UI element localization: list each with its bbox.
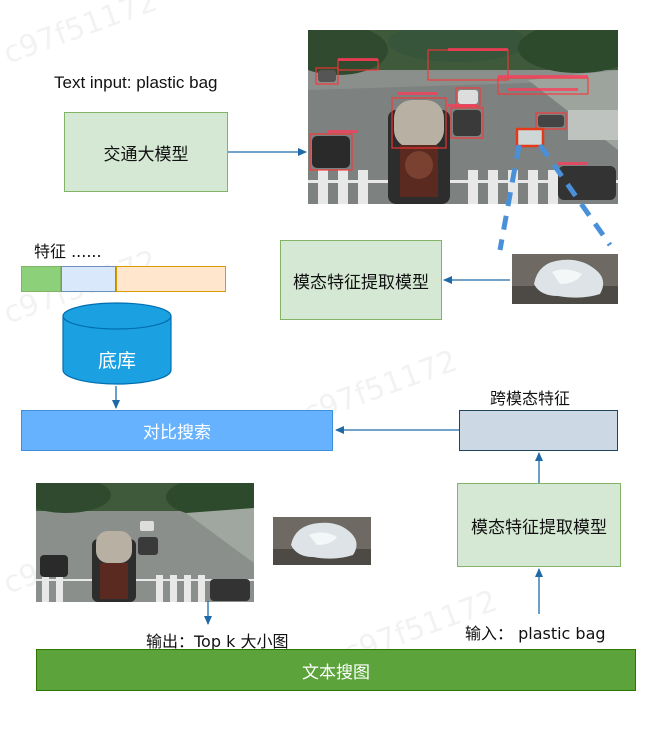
output-label: 输出：Top k 大小图	[146, 632, 289, 651]
modal-feature-extract-box-bottom: 模态特征提取模型	[457, 483, 621, 567]
text-search-label: 文本搜图	[302, 662, 370, 683]
feature-segment-green	[21, 266, 61, 292]
dashed-zoom-line-icon	[537, 143, 613, 247]
plastic-bag-crop-image	[512, 254, 618, 304]
text-search-bar: 文本搜图	[36, 649, 636, 691]
text-input-label: Text input: plastic bag	[54, 73, 218, 92]
cross-modal-feature-box	[459, 410, 618, 451]
database-cylinder-shape	[62, 302, 172, 385]
result-traffic-illustration	[36, 483, 254, 602]
traffic-model-label: 交通大模型	[103, 144, 189, 165]
result-plastic-bag-image	[273, 517, 371, 565]
result-traffic-image	[36, 483, 254, 602]
compare-search-box: 对比搜索	[21, 410, 333, 451]
traffic-scene-illustration	[308, 30, 618, 204]
input-label: 输入： plastic bag	[465, 624, 606, 643]
traffic-detection-image	[308, 30, 618, 204]
modal-feature-extract-box-top: 模态特征提取模型	[280, 240, 442, 320]
modal-feature-extract-label-bottom: 模态特征提取模型	[471, 517, 607, 538]
plastic-bag-illustration	[512, 254, 618, 304]
compare-search-label: 对比搜索	[143, 423, 211, 443]
feature-label: 特征 ......	[34, 242, 102, 261]
cross-modal-feature-label: 跨模态特征	[490, 389, 571, 408]
result-plastic-bag-illustration	[273, 517, 371, 565]
feature-segment-orange	[116, 266, 226, 292]
modal-feature-extract-label-top: 模态特征提取模型	[293, 272, 429, 293]
traffic-model-box: 交通大模型	[64, 112, 228, 192]
database-cylinder-icon	[62, 302, 172, 386]
feature-segment-blue	[61, 266, 116, 292]
database-label: 底库	[97, 350, 136, 372]
dashed-zoom-line-icon	[497, 144, 522, 251]
